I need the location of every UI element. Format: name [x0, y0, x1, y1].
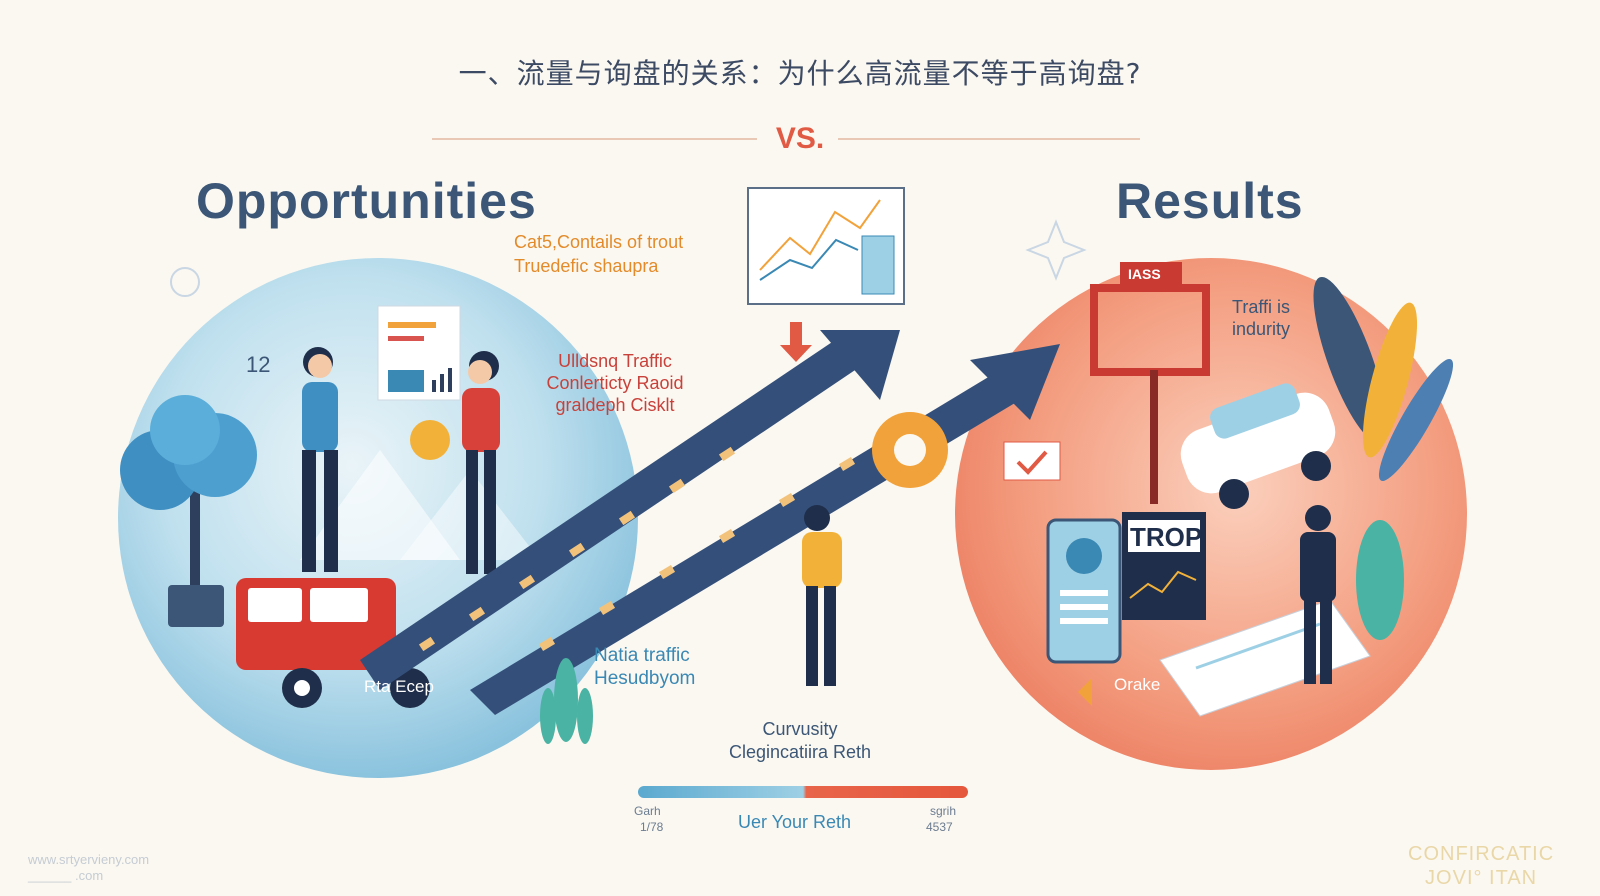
- results-heading: Results: [1116, 173, 1304, 229]
- arrow-tiles: [418, 446, 856, 652]
- person-thinking-icon: [802, 505, 842, 686]
- scale-right-bottom: 4537: [926, 820, 953, 834]
- mountain-shape: [300, 450, 460, 560]
- scale-center-label: Uer Your Reth: [738, 812, 852, 832]
- traffic-scale-bar: [638, 786, 968, 798]
- traffic-note-line-2: Hesudbyom: [594, 668, 696, 689]
- gear-icon: [872, 412, 948, 488]
- scale-left-bottom: 1/78: [640, 820, 664, 834]
- middle-note-line-1: Ulldsnq Traffic: [558, 351, 672, 371]
- watermark-right-line-2: JOVI° ITAN: [1425, 867, 1538, 889]
- trop-card-icon: [1122, 512, 1206, 620]
- chevron-left-icon: [1078, 678, 1092, 706]
- presentation-board-icon: [377, 305, 461, 401]
- person-woman-icon: [410, 351, 500, 574]
- top-note: Cat5,Contails of trout Truedefic shaupra: [514, 230, 683, 278]
- left-number: 12: [246, 352, 271, 377]
- bottom-note-line-2: Clegincatiira Reth: [728, 742, 872, 762]
- page-title: 一、流量与询盘的关系：为什么高流量不等于高询盘?: [458, 57, 1142, 90]
- sparkle-icon: [1025, 219, 1087, 281]
- signpost-icon: [1090, 262, 1210, 504]
- middle-note: Ulldsnq Traffic Conlerticty Raoid gralde…: [522, 350, 708, 416]
- opportunities-heading: Opportunities: [196, 173, 537, 229]
- bottom-note-line-1: Curvusity: [762, 719, 838, 739]
- divider-right: [838, 138, 1140, 140]
- results-note-line-2: indurity: [1232, 319, 1291, 339]
- checkbox-icon: [1003, 441, 1061, 481]
- watermark-right: CONFIRCATIC JOVI° ITAN: [1408, 842, 1554, 890]
- person-man-icon: [302, 347, 338, 572]
- tree-icon: [120, 395, 257, 627]
- watermark-left-line-1: www.srtyervieny.com: [28, 852, 150, 867]
- phone-icon: [1046, 518, 1122, 664]
- car-icon: [1180, 383, 1336, 509]
- vs-label: VS.: [775, 122, 825, 155]
- divider-left: [432, 138, 757, 140]
- truck-icon: [236, 578, 430, 708]
- traffic-note: Natia traffic Hesudbyom: [594, 644, 695, 690]
- middle-note-line-3: graldeph Cisklt: [555, 395, 675, 415]
- businessman-icon: [1300, 505, 1336, 684]
- middle-note-line-2: Conlerticty Raoid: [546, 373, 684, 393]
- orake-label: Orake: [1114, 675, 1161, 694]
- watermark-left: www.srtyervieny.com ______ .com: [28, 852, 149, 884]
- watermark-right-line-1: CONFIRCATIC: [1408, 843, 1555, 865]
- plant-icon: [540, 658, 593, 744]
- sun-icon: [170, 267, 200, 297]
- results-note: Traffi is indurity: [1232, 296, 1290, 340]
- bottom-note: Curvusity Clegincatiira Reth: [690, 718, 910, 764]
- top-note-line-2: Truedefic shaupra: [514, 256, 659, 276]
- dashboard-screen-icon: [747, 187, 905, 305]
- watermark-left-line-2: ______ .com: [28, 868, 104, 883]
- trop-label: TROP: [1130, 522, 1203, 552]
- scale-left-top: Garh: [634, 804, 661, 818]
- truck-label: Rta Ecep: [364, 677, 434, 696]
- down-arrow-icon: [780, 322, 812, 362]
- leaves-icon: [1313, 276, 1454, 640]
- top-note-line-1: Cat5,Contails of trout: [514, 232, 684, 252]
- results-note-line-1: Traffi is: [1232, 297, 1291, 317]
- scale-right-top: sgrih: [930, 804, 957, 818]
- traffic-note-line-1: Natia traffic: [594, 645, 690, 666]
- sign-label: IASS: [1128, 266, 1161, 282]
- laptop-icon: [1159, 599, 1371, 717]
